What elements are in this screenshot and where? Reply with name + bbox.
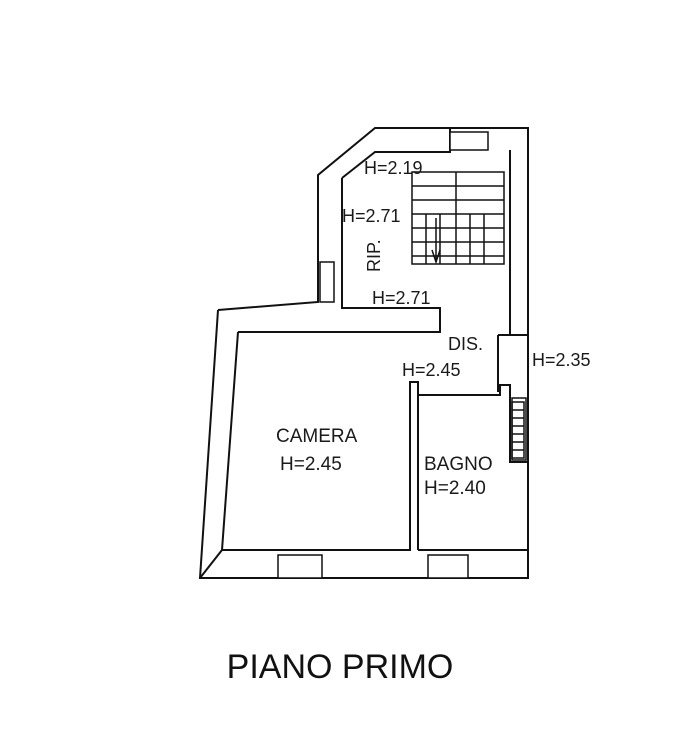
bagno-label: BAGNO — [424, 454, 493, 475]
staircase — [411, 171, 505, 265]
window-left — [319, 261, 335, 303]
bagno-height-label: H=2.40 — [424, 478, 486, 499]
window-bagno — [427, 554, 469, 579]
windows — [277, 131, 527, 579]
outer-wall-left — [198, 127, 529, 579]
camera-walls — [199, 178, 441, 579]
outer-right-height-label: H=2.35 — [532, 350, 591, 370]
floor-title: PIANO PRIMO — [226, 648, 454, 686]
bagno-walls — [418, 384, 528, 551]
rip-label: RIP. — [364, 239, 384, 272]
stair-mid-height-label: H=2.71 — [342, 206, 401, 226]
window-top — [449, 131, 489, 151]
landing-height-label: H=2.71 — [372, 288, 431, 308]
camera-label: CAMERA — [276, 426, 358, 447]
stair-top-height-label: H=2.19 — [364, 158, 423, 178]
dis-height-label: H=2.45 — [402, 360, 461, 380]
window-camera — [277, 554, 323, 579]
camera-height-label: H=2.45 — [280, 454, 342, 475]
right-small-stair — [511, 401, 525, 459]
dis-label: DIS. — [448, 334, 483, 354]
